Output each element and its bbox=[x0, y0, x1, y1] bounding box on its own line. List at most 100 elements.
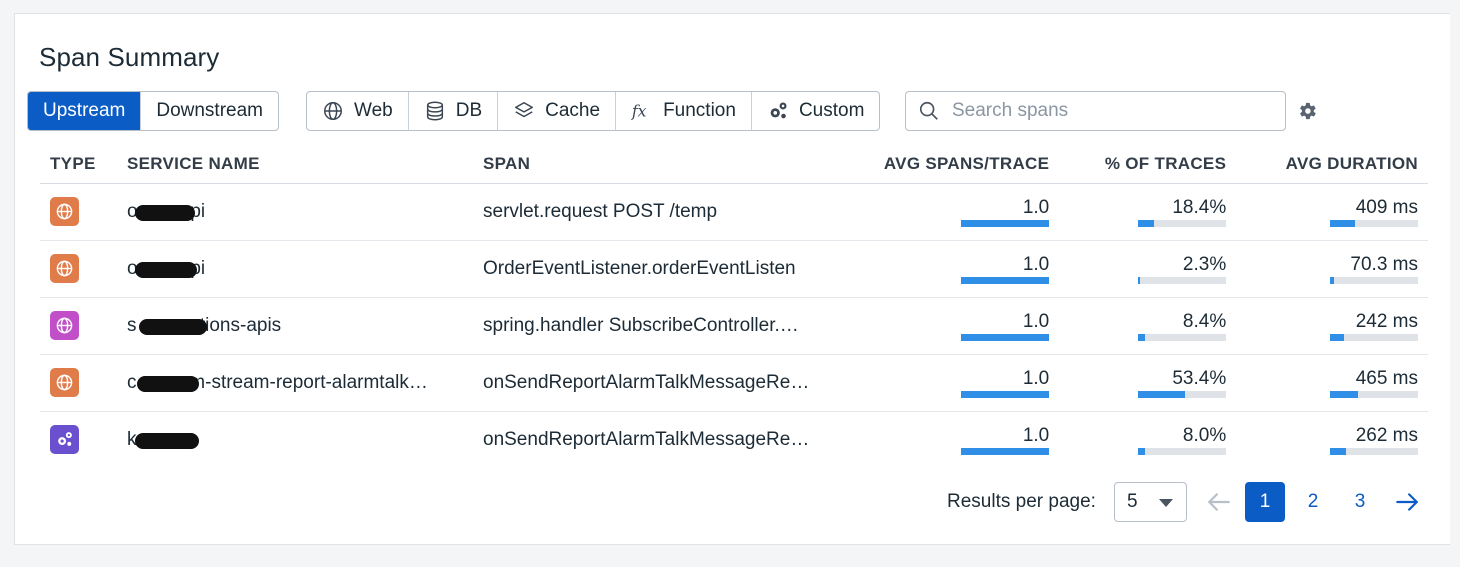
redaction-mark bbox=[135, 261, 197, 278]
avg-spans-value: 1.0 bbox=[1022, 367, 1050, 389]
avg-spans-cell: 1.0 bbox=[823, 354, 1060, 412]
avg-duration-bar bbox=[1330, 276, 1418, 284]
pct-traces-cell: 18.4% bbox=[1059, 183, 1237, 241]
avg-duration-cell: 70.3 ms bbox=[1236, 240, 1428, 298]
type-cell bbox=[40, 240, 127, 298]
avg-spans-value: 1.0 bbox=[1022, 310, 1050, 332]
avg-spans-cell: 1.0 bbox=[823, 297, 1060, 355]
service-name-cell: s ptions-apis bbox=[127, 297, 483, 355]
gears-icon bbox=[50, 425, 79, 455]
filter-db-button[interactable]: DB bbox=[409, 92, 499, 130]
avg-spans-bar bbox=[961, 276, 1050, 284]
avg-duration-value: 262 ms bbox=[1355, 424, 1418, 446]
avg-duration-bar bbox=[1330, 333, 1418, 341]
avg-spans-value: 1.0 bbox=[1022, 424, 1050, 446]
avg-spans-value: 1.0 bbox=[1022, 253, 1050, 275]
redaction-mark bbox=[135, 432, 199, 449]
span-cell: spring.handler SubscribeController.… bbox=[483, 297, 823, 355]
avg-duration-bar-fill bbox=[1330, 447, 1346, 455]
pct-traces-bar-fill bbox=[1138, 276, 1141, 284]
filter-web-label: Web bbox=[354, 100, 393, 121]
pct-traces-bar-fill bbox=[1138, 390, 1186, 398]
chevron-down-icon bbox=[1159, 499, 1173, 507]
avg-spans-bar-fill bbox=[961, 390, 1050, 398]
pct-traces-value: 2.3% bbox=[1182, 253, 1227, 275]
avg-duration-bar bbox=[1330, 219, 1418, 227]
avg-duration-bar bbox=[1330, 447, 1418, 455]
downstream-button[interactable]: Downstream bbox=[156, 100, 264, 121]
avg-spans-bar-fill bbox=[961, 447, 1050, 455]
results-per-page-select[interactable]: 5 bbox=[1114, 482, 1187, 522]
span-cell: servlet.request POST /temp bbox=[483, 183, 823, 241]
pct-traces-bar bbox=[1138, 333, 1227, 341]
settings-gear-icon[interactable] bbox=[1296, 100, 1318, 122]
filter-cache-button[interactable]: Cache bbox=[498, 92, 617, 130]
next-page-arrow-icon[interactable] bbox=[1393, 488, 1421, 516]
panel-title: Span Summary bbox=[39, 42, 220, 72]
service-name: k bbox=[127, 428, 137, 450]
pct-traces-cell: 2.3% bbox=[1059, 240, 1237, 298]
pct-traces-value: 8.0% bbox=[1182, 424, 1227, 446]
avg-duration-bar bbox=[1330, 390, 1418, 398]
filter-web-button[interactable]: Web bbox=[307, 92, 409, 130]
span-summary-panel: Span Summary Upstream Downstream Web DB … bbox=[14, 13, 1450, 545]
page-3-button[interactable]: 3 bbox=[1354, 491, 1366, 512]
avg-duration-cell: 465 ms bbox=[1236, 354, 1428, 412]
avg-spans-cell: 1.0 bbox=[823, 411, 1059, 468]
type-cell bbox=[40, 354, 127, 412]
pct-traces-bar bbox=[1138, 447, 1227, 455]
filter-function-button[interactable]: fx Function bbox=[616, 92, 752, 130]
page-2-button[interactable]: 2 bbox=[1307, 491, 1319, 512]
span-cell: onSendReportAlarmTalkMessageRe… bbox=[483, 354, 823, 412]
globe-icon bbox=[50, 311, 79, 340]
service-name-cell: c m-stream-report-alarmtalk… bbox=[127, 354, 483, 412]
pct-traces-bar bbox=[1138, 219, 1227, 227]
pct-traces-bar-fill bbox=[1138, 333, 1146, 341]
column-header-type[interactable]: TYPE bbox=[40, 145, 127, 184]
type-cell bbox=[40, 183, 127, 241]
column-header-avg-spans[interactable]: AVG SPANS/TRACE bbox=[823, 145, 1060, 184]
column-header-avg-duration[interactable]: AVG DURATION bbox=[1236, 145, 1428, 184]
column-header-pct-traces[interactable]: % OF TRACES bbox=[1059, 145, 1237, 184]
avg-duration-bar-fill bbox=[1330, 333, 1344, 341]
globe-icon bbox=[50, 254, 79, 283]
page-1-button[interactable]: 1 bbox=[1245, 482, 1285, 522]
avg-spans-bar-fill bbox=[961, 333, 1050, 341]
filter-function-label: Function bbox=[663, 100, 736, 121]
search-input[interactable] bbox=[952, 100, 1272, 122]
column-header-service-name[interactable]: SERVICE NAME bbox=[127, 145, 483, 184]
avg-duration-bar-fill bbox=[1330, 276, 1334, 284]
column-header-span[interactable]: SPAN bbox=[483, 145, 823, 184]
avg-spans-bar bbox=[961, 333, 1050, 341]
table-row[interactable]: c m-stream-report-alarmtalk…onSendReport… bbox=[40, 354, 1428, 412]
pct-traces-value: 8.4% bbox=[1182, 310, 1227, 332]
avg-duration-bar-fill bbox=[1330, 219, 1355, 227]
table-header-row: TYPE SERVICE NAME SPAN AVG SPANS/TRACE %… bbox=[40, 145, 1428, 184]
span-type-filter: Web DB Cache fx Function Custom bbox=[306, 91, 881, 131]
upstream-button[interactable]: Upstream bbox=[28, 92, 142, 130]
filter-custom-button[interactable]: Custom bbox=[752, 92, 879, 130]
avg-spans-bar bbox=[961, 219, 1050, 227]
service-name-cell: o pi bbox=[127, 240, 483, 298]
prev-page-arrow-icon[interactable] bbox=[1205, 488, 1233, 516]
avg-duration-value: 70.3 ms bbox=[1350, 253, 1418, 275]
type-cell bbox=[40, 297, 127, 355]
globe-icon bbox=[50, 368, 79, 397]
avg-duration-value: 242 ms bbox=[1355, 310, 1418, 332]
gears-icon bbox=[767, 100, 789, 122]
avg-spans-bar bbox=[961, 390, 1050, 398]
svg-text:fx: fx bbox=[631, 103, 647, 121]
pct-traces-bar bbox=[1138, 390, 1227, 398]
avg-duration-cell: 262 ms bbox=[1236, 411, 1428, 468]
layers-icon bbox=[513, 100, 535, 122]
type-cell bbox=[40, 411, 127, 468]
avg-spans-bar-fill bbox=[961, 219, 1050, 227]
service-name-cell: k bbox=[127, 411, 483, 468]
filter-cache-label: Cache bbox=[545, 100, 601, 121]
function-icon: fx bbox=[631, 100, 653, 122]
pct-traces-cell: 8.4% bbox=[1059, 297, 1237, 355]
